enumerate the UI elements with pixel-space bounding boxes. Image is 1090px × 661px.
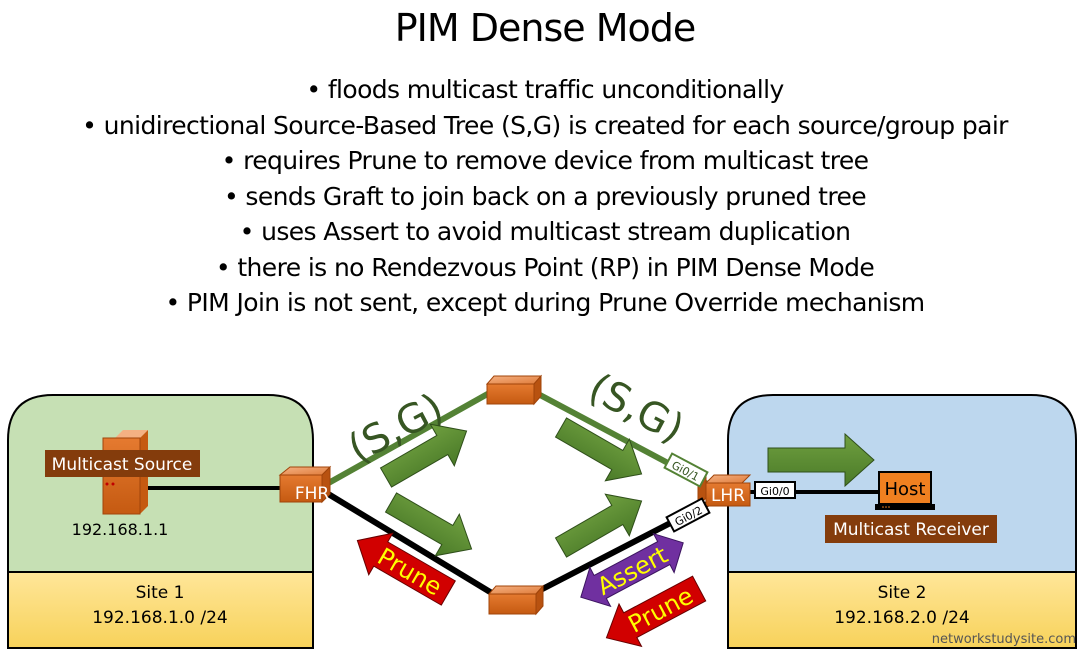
lhr-label: LHR xyxy=(711,486,745,506)
svg-text:Prune: Prune xyxy=(624,581,698,638)
bullet-item: • there is no Rendezvous Point (RP) in P… xyxy=(215,252,875,282)
svg-text:Prune: Prune xyxy=(373,542,447,601)
host-computer-icon xyxy=(875,471,935,510)
multicast-source-label: Multicast Source xyxy=(52,455,193,475)
traffic-arrow-icon xyxy=(384,492,473,557)
traffic-arrow-icon xyxy=(554,493,643,558)
interface-gi0-0: Gi0/0 xyxy=(754,481,796,499)
watermark: networkstudysite.com xyxy=(932,632,1076,647)
traffic-arrow-icon xyxy=(554,417,643,482)
bullet-item: • unidirectional Source-Based Tree (S,G)… xyxy=(82,110,1008,140)
site-1-footer xyxy=(7,571,314,649)
bullet-item: • uses Assert to avoid multicast stream … xyxy=(239,217,851,246)
bottom-router-icon xyxy=(487,584,545,616)
fhr-label: FHR xyxy=(295,484,330,504)
site-1-subnet: 192.168.1.0 /24 xyxy=(92,608,228,628)
traffic-arrow-icon xyxy=(767,432,875,488)
site-2-name: Site 2 xyxy=(878,583,927,603)
svg-text:Assert: Assert xyxy=(593,541,673,601)
site-2-footer xyxy=(727,571,1077,649)
host-label: Host xyxy=(885,479,926,500)
traffic-arrow-icon xyxy=(379,423,468,488)
site-2-subnet: 192.168.2.0 /24 xyxy=(834,608,970,628)
tree-link-fhr-top xyxy=(323,384,502,488)
interface-gi0-2: Gi0/2 xyxy=(665,497,711,533)
bullet-item: • PIM Join is not sent, except during Pr… xyxy=(165,288,925,317)
bullet-item: • sends Graft to join back on a previous… xyxy=(223,181,867,211)
interface-gi0-1: Gi0/1 xyxy=(663,452,709,488)
bullet-item: • floods multicast traffic unconditional… xyxy=(306,75,784,104)
top-router-icon xyxy=(485,374,543,406)
receiver-label: Multicast Receiver xyxy=(833,520,989,540)
link-fhr-bottom xyxy=(323,489,502,601)
bullet-list: • floods multicast traffic unconditional… xyxy=(0,72,1090,321)
site-1-name: Site 1 xyxy=(136,583,185,603)
source-ip: 192.168.1.1 xyxy=(72,520,169,539)
svg-text:Gi0/0: Gi0/0 xyxy=(760,485,789,498)
bullet-item: • requires Prune to remove device from m… xyxy=(221,146,869,175)
page-title: PIM Dense Mode xyxy=(394,6,697,50)
receiver-label-bg xyxy=(825,515,997,543)
fhr-router-icon xyxy=(278,465,332,504)
multicast-source-label-bg xyxy=(45,450,200,477)
